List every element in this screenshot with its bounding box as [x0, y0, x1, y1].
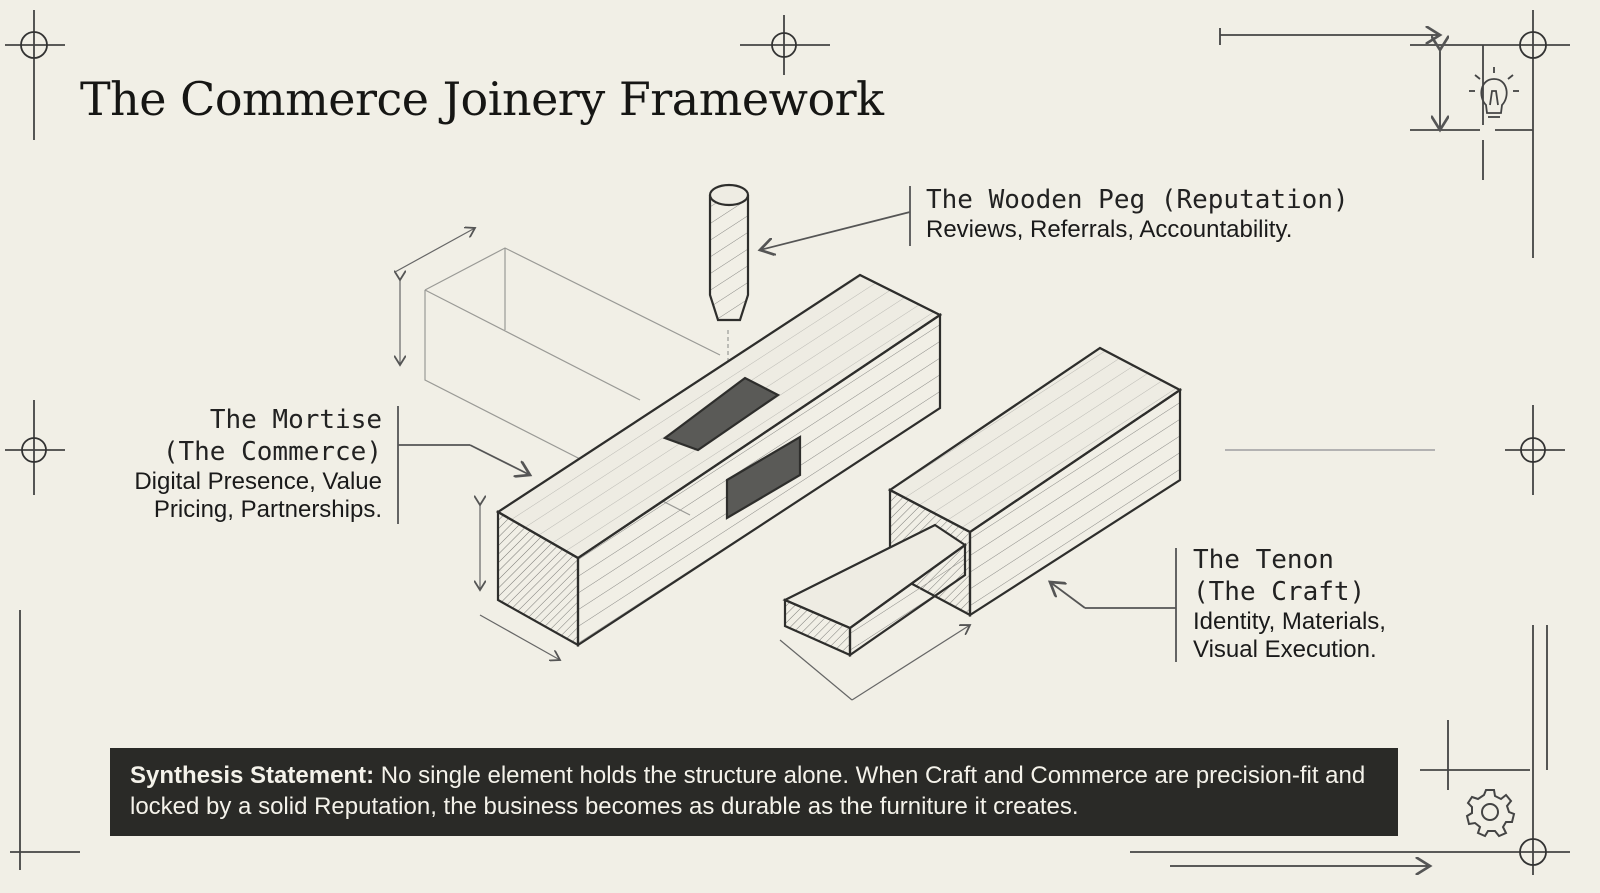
- synthesis-label: Synthesis Statement:: [130, 762, 375, 789]
- tenon-label: The Tenon (The Craft) Identity, Material…: [1193, 544, 1386, 664]
- peg-detail: Reviews, Referrals, Accountability.: [926, 216, 1293, 243]
- wooden-peg: [708, 183, 750, 322]
- mortise-label: The Mortise (The Commerce) Digital Prese…: [134, 404, 382, 524]
- mortise-beam: [495, 273, 943, 648]
- synthesis-text: No single element holds the structure al…: [130, 762, 1366, 820]
- mortise-detail-2: Pricing, Partnerships.: [153, 496, 382, 523]
- tenon-detail-2: Visual Execution.: [1193, 636, 1377, 663]
- tenon-detail-1: Identity, Materials,: [1193, 608, 1386, 635]
- mortise-heading-2: (The Commerce): [162, 437, 382, 467]
- page-title: The Commerce Joinery Framework: [80, 72, 884, 126]
- mortise-detail-1: Digital Presence, Value: [134, 468, 382, 495]
- frame-lines: [5, 10, 1570, 875]
- peg-label: The Wooden Peg (Reputation) Reviews, Ref…: [926, 184, 1349, 244]
- tenon-heading-2: (The Craft): [1193, 577, 1366, 607]
- leader-lines: [397, 186, 1177, 662]
- gear-icon: [1465, 789, 1516, 838]
- lightbulb-icon: [1469, 67, 1519, 118]
- mortise-hole-side: [725, 435, 802, 520]
- mortise-heading-1: The Mortise: [209, 405, 382, 435]
- mortise-hole-top: [662, 376, 781, 452]
- tenon-heading-1: The Tenon: [1193, 545, 1334, 575]
- crosshair-icon: [20, 31, 1547, 866]
- ghost-outline: [395, 228, 970, 701]
- tenon-beam: [782, 346, 1183, 658]
- synthesis-statement: Synthesis Statement: No single element h…: [110, 748, 1398, 836]
- peg-heading: The Wooden Peg (Reputation): [926, 185, 1349, 215]
